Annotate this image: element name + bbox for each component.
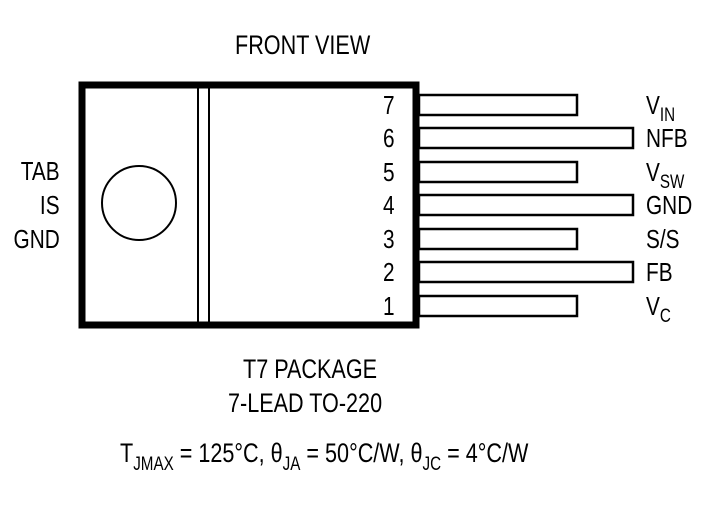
lead-6 xyxy=(417,126,635,150)
pin-name-vsw: VSW xyxy=(646,157,685,193)
lead-2 xyxy=(417,260,635,284)
pin-name-vc: VC xyxy=(646,291,671,327)
lead-7 xyxy=(417,93,579,117)
lead-3 xyxy=(417,227,579,251)
pin-number-6: 6 xyxy=(383,123,395,153)
pin-name-vin: VIN xyxy=(646,90,676,126)
pin-number-7: 7 xyxy=(383,90,395,120)
pin-name-gnd: GND xyxy=(646,190,693,220)
pin-number-4: 4 xyxy=(383,190,395,220)
package-name: T7 PACKAGE xyxy=(243,354,378,384)
pin-name-nfb: NFB xyxy=(646,123,688,153)
pin-number-3: 3 xyxy=(383,224,395,254)
pin-number-5: 5 xyxy=(383,157,395,187)
mounting-hole-icon xyxy=(101,165,177,241)
tab-label-line-1: TAB xyxy=(21,156,60,186)
pin-number-2: 2 xyxy=(383,257,395,287)
thermal-specs: TJMAX = 125°C, θJA = 50°C/W, θJC = 4°C/W xyxy=(120,438,529,475)
pin-number-1: 1 xyxy=(383,291,395,321)
tab-label-line-2: IS xyxy=(40,190,60,220)
lead-5 xyxy=(417,160,579,184)
pin-name-fb: FB xyxy=(646,257,673,287)
view-title: FRONT VIEW xyxy=(235,30,371,60)
package-body xyxy=(78,81,420,329)
pin-name-ss: S/S xyxy=(646,224,680,254)
tab-label-line-3: GND xyxy=(13,224,60,254)
lead-4 xyxy=(417,193,635,217)
package-type: 7-LEAD TO-220 xyxy=(228,388,383,418)
lead-1 xyxy=(417,294,579,318)
